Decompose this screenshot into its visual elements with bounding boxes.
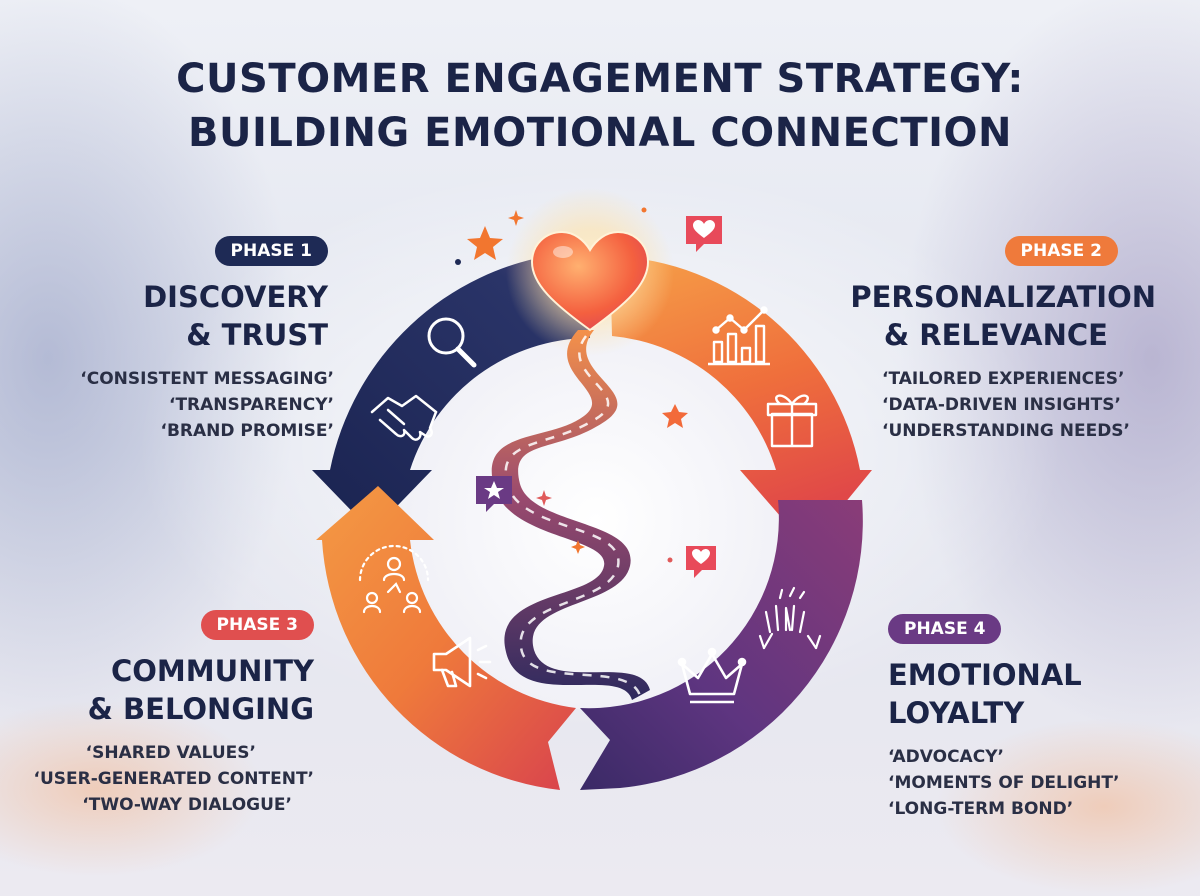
phase-4-panel: PHASE 4 EMOTIONAL LOYALTY ‘ADVOCACY’ ‘MO… bbox=[888, 614, 1119, 822]
phase-1-arc bbox=[312, 254, 590, 532]
star-icon bbox=[467, 226, 688, 428]
heart-chat-bubble-icon bbox=[686, 216, 722, 578]
phase-3-bullet: ‘SHARED VALUES’ bbox=[85, 743, 256, 763]
phase-2-bullet: ‘UNDERSTANDING NEEDS’ bbox=[882, 421, 1131, 441]
phase-1-heading: DISCOVERY & TRUST bbox=[80, 278, 328, 354]
phase-4-arc bbox=[580, 500, 863, 790]
phase-3-heading-line-1: COMMUNITY bbox=[110, 654, 314, 688]
megaphone-icon bbox=[432, 636, 492, 688]
phase-4-heading-line-1: EMOTIONAL bbox=[888, 658, 1082, 692]
bar-chart-icon bbox=[708, 306, 770, 366]
heart-shine bbox=[553, 246, 573, 258]
phase-3-bullets: ‘SHARED VALUES’ ‘USER-GENERATED CONTENT’… bbox=[34, 740, 314, 818]
phase-3-panel: PHASE 3 COMMUNITY & BELONGING ‘SHARED VA… bbox=[34, 610, 314, 818]
phase-2-arc bbox=[610, 256, 872, 548]
phase-3-bullet: ‘TWO-WAY DIALOGUE’ bbox=[82, 795, 292, 815]
phase-4-bullet: ‘ADVOCACY’ bbox=[888, 747, 1004, 767]
phase-1-bullet: ‘CONSISTENT MESSAGING’ bbox=[80, 369, 334, 389]
phase-1-bullet: ‘TRANSPARENCY’ bbox=[168, 395, 334, 415]
phase-2-heading-line-1: PERSONALIZATION bbox=[850, 280, 1156, 314]
magnifier-icon bbox=[427, 317, 477, 368]
title-line-2: BUILDING EMOTIONAL CONNECTION bbox=[188, 110, 1012, 156]
phase-1-panel: PHASE 1 DISCOVERY & TRUST ‘CONSISTENT ME… bbox=[80, 236, 334, 444]
phase-1-bullets: ‘CONSISTENT MESSAGING’ ‘TRANSPARENCY’ ‘B… bbox=[80, 366, 334, 444]
phase-3-heading-line-2: & BELONGING bbox=[87, 692, 314, 726]
page-title: CUSTOMER ENGAGEMENT STRATEGY: BUILDING E… bbox=[0, 52, 1200, 160]
community-network-icon bbox=[358, 544, 430, 614]
gift-icon bbox=[766, 394, 818, 448]
phase-2-bullet: ‘DATA-DRIVEN INSIGHTS’ bbox=[882, 395, 1121, 415]
phase-2-heading: PERSONALIZATION & RELEVANCE bbox=[838, 278, 1156, 354]
heart-icon bbox=[530, 230, 650, 332]
phase-4-heading: EMOTIONAL LOYALTY bbox=[888, 656, 1119, 732]
sparkle-dots bbox=[455, 207, 673, 563]
handshake-icon bbox=[370, 394, 438, 441]
star-chat-bubble-icon bbox=[476, 476, 512, 512]
phase-4-bullet: ‘LONG-TERM BOND’ bbox=[888, 799, 1074, 819]
phase-1-heading-line-1: DISCOVERY bbox=[143, 280, 328, 314]
inner-disc bbox=[406, 330, 786, 710]
title-line-1: CUSTOMER ENGAGEMENT STRATEGY: bbox=[176, 56, 1024, 102]
phase-2-bullets: ‘TAILORED EXPERIENCES’ ‘DATA-DRIVEN INSI… bbox=[882, 366, 1156, 444]
phase-4-heading-line-2: LOYALTY bbox=[888, 696, 1025, 730]
phase-3-bullet: ‘USER-GENERATED CONTENT’ bbox=[33, 769, 314, 789]
phase-3-arc bbox=[316, 486, 576, 790]
phase-1-heading-line-2: & TRUST bbox=[186, 318, 328, 352]
phase-3-heading: COMMUNITY & BELONGING bbox=[34, 652, 314, 728]
phase-1-badge: PHASE 1 bbox=[214, 236, 328, 266]
phase-2-heading-line-2: & RELEVANCE bbox=[883, 318, 1108, 352]
phase-2-badge: PHASE 2 bbox=[1004, 236, 1118, 266]
phase-3-badge: PHASE 3 bbox=[200, 610, 314, 640]
phase-4-bullet: ‘MOMENTS OF DELIGHT’ bbox=[888, 773, 1120, 793]
phase-1-bullet: ‘BRAND PROMISE’ bbox=[160, 421, 334, 441]
phase-2-panel: PHASE 2 PERSONALIZATION & RELEVANCE ‘TAI… bbox=[838, 236, 1156, 444]
raised-hands-icon bbox=[758, 586, 822, 650]
phase-2-bullet: ‘TAILORED EXPERIENCES’ bbox=[882, 369, 1125, 389]
phase-4-badge: PHASE 4 bbox=[888, 614, 1002, 644]
winding-road-icon bbox=[491, 330, 650, 700]
phase-4-bullets: ‘ADVOCACY’ ‘MOMENTS OF DELIGHT’ ‘LONG-TE… bbox=[888, 744, 1119, 822]
crown-icon bbox=[677, 647, 747, 704]
road-dashes bbox=[504, 335, 642, 697]
